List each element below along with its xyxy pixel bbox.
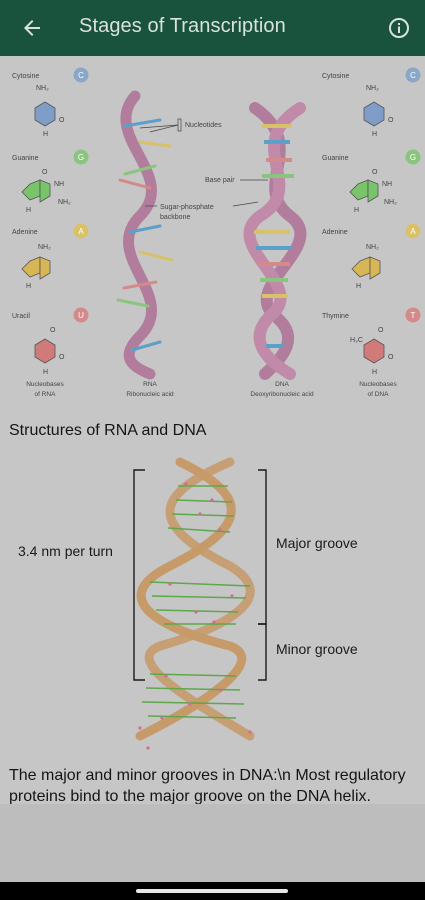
rna-dna-structure-figure: Cytosine C NH₂ H O Guanine G O NH NH₂ H … (0, 56, 425, 412)
figure-caption: Structures of RNA and DNA (9, 422, 207, 439)
svg-text:O: O (50, 327, 56, 334)
svg-text:NH: NH (382, 181, 392, 188)
svg-text:G: G (78, 153, 84, 162)
per-turn-label: 3.4 nm per turn (18, 543, 113, 559)
arrow-left-icon[interactable] (20, 16, 44, 40)
right-base-badge (405, 67, 421, 83)
svg-text:RNA: RNA (143, 381, 157, 388)
svg-text:Deoxyribonucleic acid: Deoxyribonucleic acid (250, 391, 314, 398)
right-bases-column: Cytosine C NH₂ H O Guanine G O NH NH₂ H … (322, 67, 421, 398)
svg-text:T: T (411, 311, 416, 320)
base-pair-label: Base pair (205, 177, 235, 184)
right-base-name: Guanine (322, 155, 349, 162)
right-base-name: Adenine (322, 229, 348, 236)
svg-text:O: O (59, 354, 65, 361)
svg-text:O: O (59, 117, 65, 124)
svg-text:U: U (78, 311, 84, 320)
right-base-badge (405, 223, 421, 239)
page-title: Stages of Transcription (79, 15, 286, 37)
left-base-name: Uracil (12, 313, 30, 320)
svg-text:Ribonucleic acid: Ribonucleic acid (126, 391, 174, 398)
left-base-badge (73, 67, 89, 83)
svg-text:of RNA: of RNA (35, 391, 57, 398)
rna-helix: Nucleotides Sugar-phosphate backbone RNA… (116, 90, 222, 398)
gesture-handle[interactable] (136, 889, 288, 893)
svg-text:NH₂: NH₂ (366, 85, 379, 92)
left-base-badge (73, 307, 89, 323)
svg-text:H: H (354, 207, 359, 214)
svg-text:H: H (43, 369, 48, 376)
svg-text:A: A (78, 227, 84, 236)
svg-text:H: H (26, 207, 31, 214)
svg-text:NH: NH (54, 181, 64, 188)
svg-text:NH₂: NH₂ (384, 199, 397, 206)
description-paragraph: The major and minor grooves in DNA:\n Mo… (9, 767, 406, 804)
svg-text:A: A (410, 227, 416, 236)
svg-text:Nucleobases: Nucleobases (26, 381, 64, 388)
right-base-name: Cytosine (322, 73, 349, 80)
svg-text:O: O (388, 117, 394, 124)
svg-text:G: G (410, 153, 416, 162)
svg-text:O: O (372, 169, 378, 176)
svg-text:O: O (42, 169, 48, 176)
dna-helix: Base pair DNA Deoxyribonucleic acid (205, 102, 314, 398)
svg-text:NH₂: NH₂ (36, 85, 49, 92)
left-base-name: Guanine (12, 155, 39, 162)
app-bar: Stages of Transcription (0, 0, 425, 56)
right-base-badge (405, 307, 421, 323)
nucleotides-label: Nucleotides (185, 122, 222, 129)
svg-text:H: H (26, 283, 31, 290)
right-base-badge (405, 149, 421, 165)
left-base-name: Adenine (12, 229, 38, 236)
major-groove-label: Major groove (276, 535, 358, 551)
svg-text:C: C (78, 71, 84, 80)
svg-text:H: H (43, 131, 48, 138)
info-circle-icon[interactable] (387, 16, 411, 40)
left-base-badge (73, 149, 89, 165)
svg-text:Nucleobases: Nucleobases (359, 381, 397, 388)
dna-grooves-figure: 3.4 nm per turn Major groove Minor groov… (0, 456, 425, 766)
bottom-panel (0, 804, 425, 882)
svg-text:of DNA: of DNA (368, 391, 390, 398)
svg-text:DNA: DNA (275, 381, 289, 388)
svg-text:NH₂: NH₂ (366, 244, 379, 251)
svg-text:C: C (410, 71, 416, 80)
svg-text:H: H (356, 283, 361, 290)
svg-text:H: H (372, 131, 377, 138)
svg-text:backbone: backbone (160, 214, 190, 221)
left-base-name: Cytosine (12, 73, 39, 80)
svg-text:H: H (372, 369, 377, 376)
svg-text:O: O (378, 327, 384, 334)
left-bases-column: Cytosine C NH₂ H O Guanine G O NH NH₂ H … (12, 67, 89, 398)
left-base-badge (73, 223, 89, 239)
svg-text:NH₂: NH₂ (58, 199, 71, 206)
minor-groove-label: Minor groove (276, 641, 358, 657)
svg-text:H₃C: H₃C (350, 337, 363, 344)
svg-text:NH₂: NH₂ (38, 244, 51, 251)
content-scroll-area[interactable]: Cytosine C NH₂ H O Guanine G O NH NH₂ H … (0, 56, 425, 804)
svg-text:O: O (388, 354, 394, 361)
right-base-name: Thymine (322, 313, 349, 320)
svg-text:Sugar-phosphate: Sugar-phosphate (160, 204, 214, 211)
